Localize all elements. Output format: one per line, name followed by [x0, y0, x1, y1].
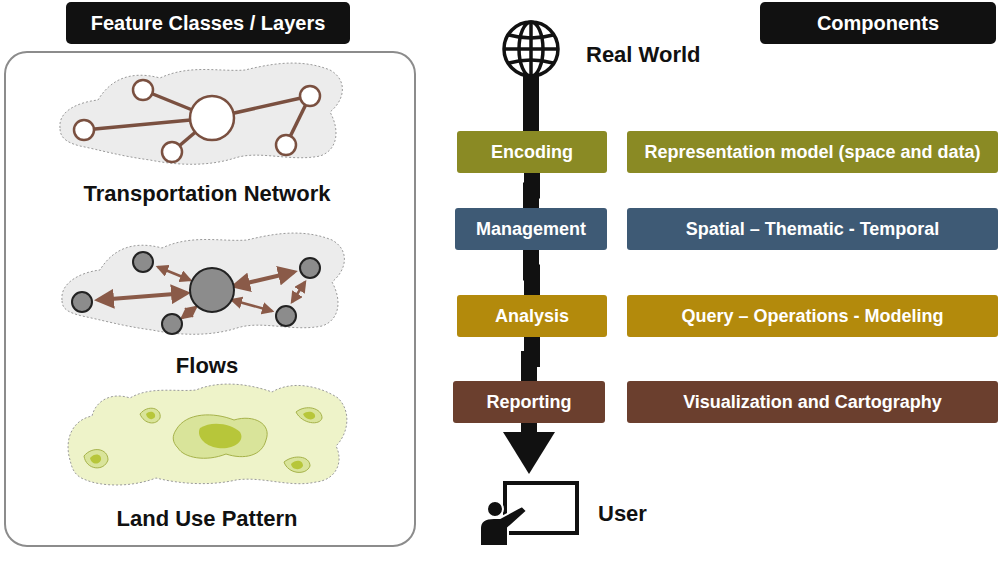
endpoint-label: User: [598, 502, 647, 526]
flow-bar: [523, 76, 539, 132]
box-text: Visualization and Cartography: [683, 392, 942, 413]
flow-arrowhead: [503, 432, 555, 474]
component-box: Query – Operations - Modeling: [627, 295, 998, 337]
flow-connector: [529, 337, 532, 381]
layer-caption: Transportation Network: [84, 182, 331, 206]
component-box: Visualization and Cartography: [627, 381, 998, 423]
box-text: Analysis: [495, 306, 569, 327]
box-text: Representation model (space and data): [644, 142, 980, 163]
box-text: Feature Classes / Layers: [91, 12, 326, 35]
box-text: Spatial – Thematic - Temporal: [686, 219, 940, 240]
region-blob: [60, 63, 343, 164]
stage-box: Management: [455, 208, 607, 250]
section-header: Components: [760, 2, 996, 44]
globe-icon: [504, 22, 558, 76]
flow-arrows: [98, 267, 305, 318]
layer-caption: Land Use Pattern: [117, 507, 298, 531]
box-text: Components: [817, 12, 939, 35]
flow-connector: [531, 250, 532, 295]
box-text: Query – Operations - Modeling: [681, 306, 943, 327]
flow-nodes: [72, 252, 320, 334]
layers-panel: [5, 52, 415, 546]
stage-box: Encoding: [457, 131, 607, 173]
land-use-region: [68, 384, 347, 485]
stage-box: Reporting: [453, 381, 605, 423]
user-icon: [480, 483, 577, 546]
land-use-patches: [84, 408, 322, 473]
stage-box: Analysis: [457, 295, 607, 337]
box-text: Encoding: [491, 142, 573, 163]
component-box: Spatial – Thematic - Temporal: [627, 208, 998, 250]
land-use-cores: [90, 412, 315, 469]
region-blob: [62, 233, 345, 334]
component-box: Representation model (space and data): [627, 131, 998, 173]
layer-caption: Flows: [176, 354, 238, 378]
section-header: Feature Classes / Layers: [66, 2, 350, 44]
flow-connector: [531, 173, 532, 208]
box-text: Reporting: [487, 392, 572, 413]
endpoint-label: Real World: [586, 43, 701, 67]
box-text: Management: [476, 219, 586, 240]
network-nodes: [74, 80, 320, 162]
